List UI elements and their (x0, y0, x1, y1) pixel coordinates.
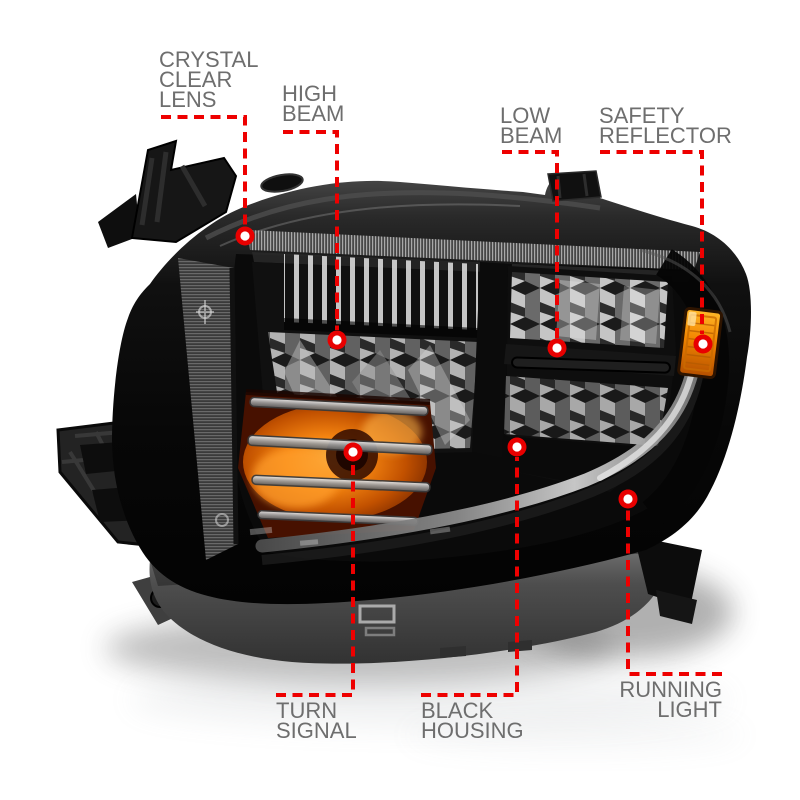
callout-line-black-housing (421, 457, 519, 697)
callout-dots (235, 226, 713, 509)
callout-line-running-light (626, 509, 722, 676)
callout-label-line: BLACK (421, 698, 494, 723)
lens-side-ribbed-panel (178, 258, 239, 560)
callout-label-line: HIGH (282, 81, 337, 106)
running-light-bar (255, 347, 705, 565)
callout-label-low-beam: LOW BEAM (500, 103, 563, 148)
callout-label-safety-reflector: SAFETY REFLECTOR (599, 103, 732, 148)
callout-label-line: BEAM (500, 123, 563, 148)
callout-line-low-beam (502, 150, 559, 338)
callout-line-safety-reflector (600, 150, 704, 334)
turn-signal-chrome-bars (247, 396, 433, 527)
callout-label-line: REFLECTOR (599, 123, 732, 148)
adjuster-cap (260, 173, 304, 193)
rim-right-glint (639, 248, 732, 333)
callout-label-line: RUNNING (619, 677, 722, 702)
callout-dot-safety-reflector (693, 334, 713, 354)
callout-label-running-light: RUNNING LIGHT (512, 677, 722, 722)
lens-sparkles (249, 526, 451, 546)
bracket-bottom-right (634, 536, 702, 624)
housing-top-highlight (204, 190, 601, 241)
callout-label-turn-signal: TURN SIGNAL (276, 698, 357, 743)
callout-line-high-beam (283, 130, 339, 330)
callout-line-crystal-clear-lens (161, 115, 247, 226)
callout-label-crystal-clear-lens: CRYSTAL CLEAR LENS (159, 47, 259, 112)
callout-line-turn-signal (276, 462, 355, 697)
callout-dot-crystal-clear-lens (235, 226, 255, 246)
callout-label-black-housing: BLACK HOUSING (421, 698, 524, 743)
callout-label-line: HOUSING (421, 718, 524, 743)
callout-label-line: CLEAR (159, 67, 233, 92)
callout-dot-black-housing (507, 437, 527, 457)
callout-label-line: LOW (500, 103, 551, 128)
callout-label-line: TURN (276, 698, 338, 723)
callout-dot-running-light (618, 489, 638, 509)
mounting-fin-top-left (98, 139, 238, 248)
bezel-divider (472, 262, 512, 458)
callout-label-high-beam: HIGH BEAM (282, 81, 345, 126)
callout-label-line: SAFETY (599, 103, 685, 128)
callout-label-line: LIGHT (657, 697, 722, 722)
callout-dot-low-beam (547, 338, 567, 358)
callout-dot-high-beam (327, 330, 347, 350)
callout-label-line: BEAM (282, 101, 345, 126)
callout-dot-turn-signal (343, 442, 363, 462)
turn-signal-chamber (238, 389, 436, 538)
callout-label-line: CRYSTAL (159, 47, 259, 72)
low-beam-chamber (504, 266, 676, 492)
callout-label-line: SIGNAL (276, 718, 357, 743)
callout-label-line: LENS (159, 87, 217, 112)
